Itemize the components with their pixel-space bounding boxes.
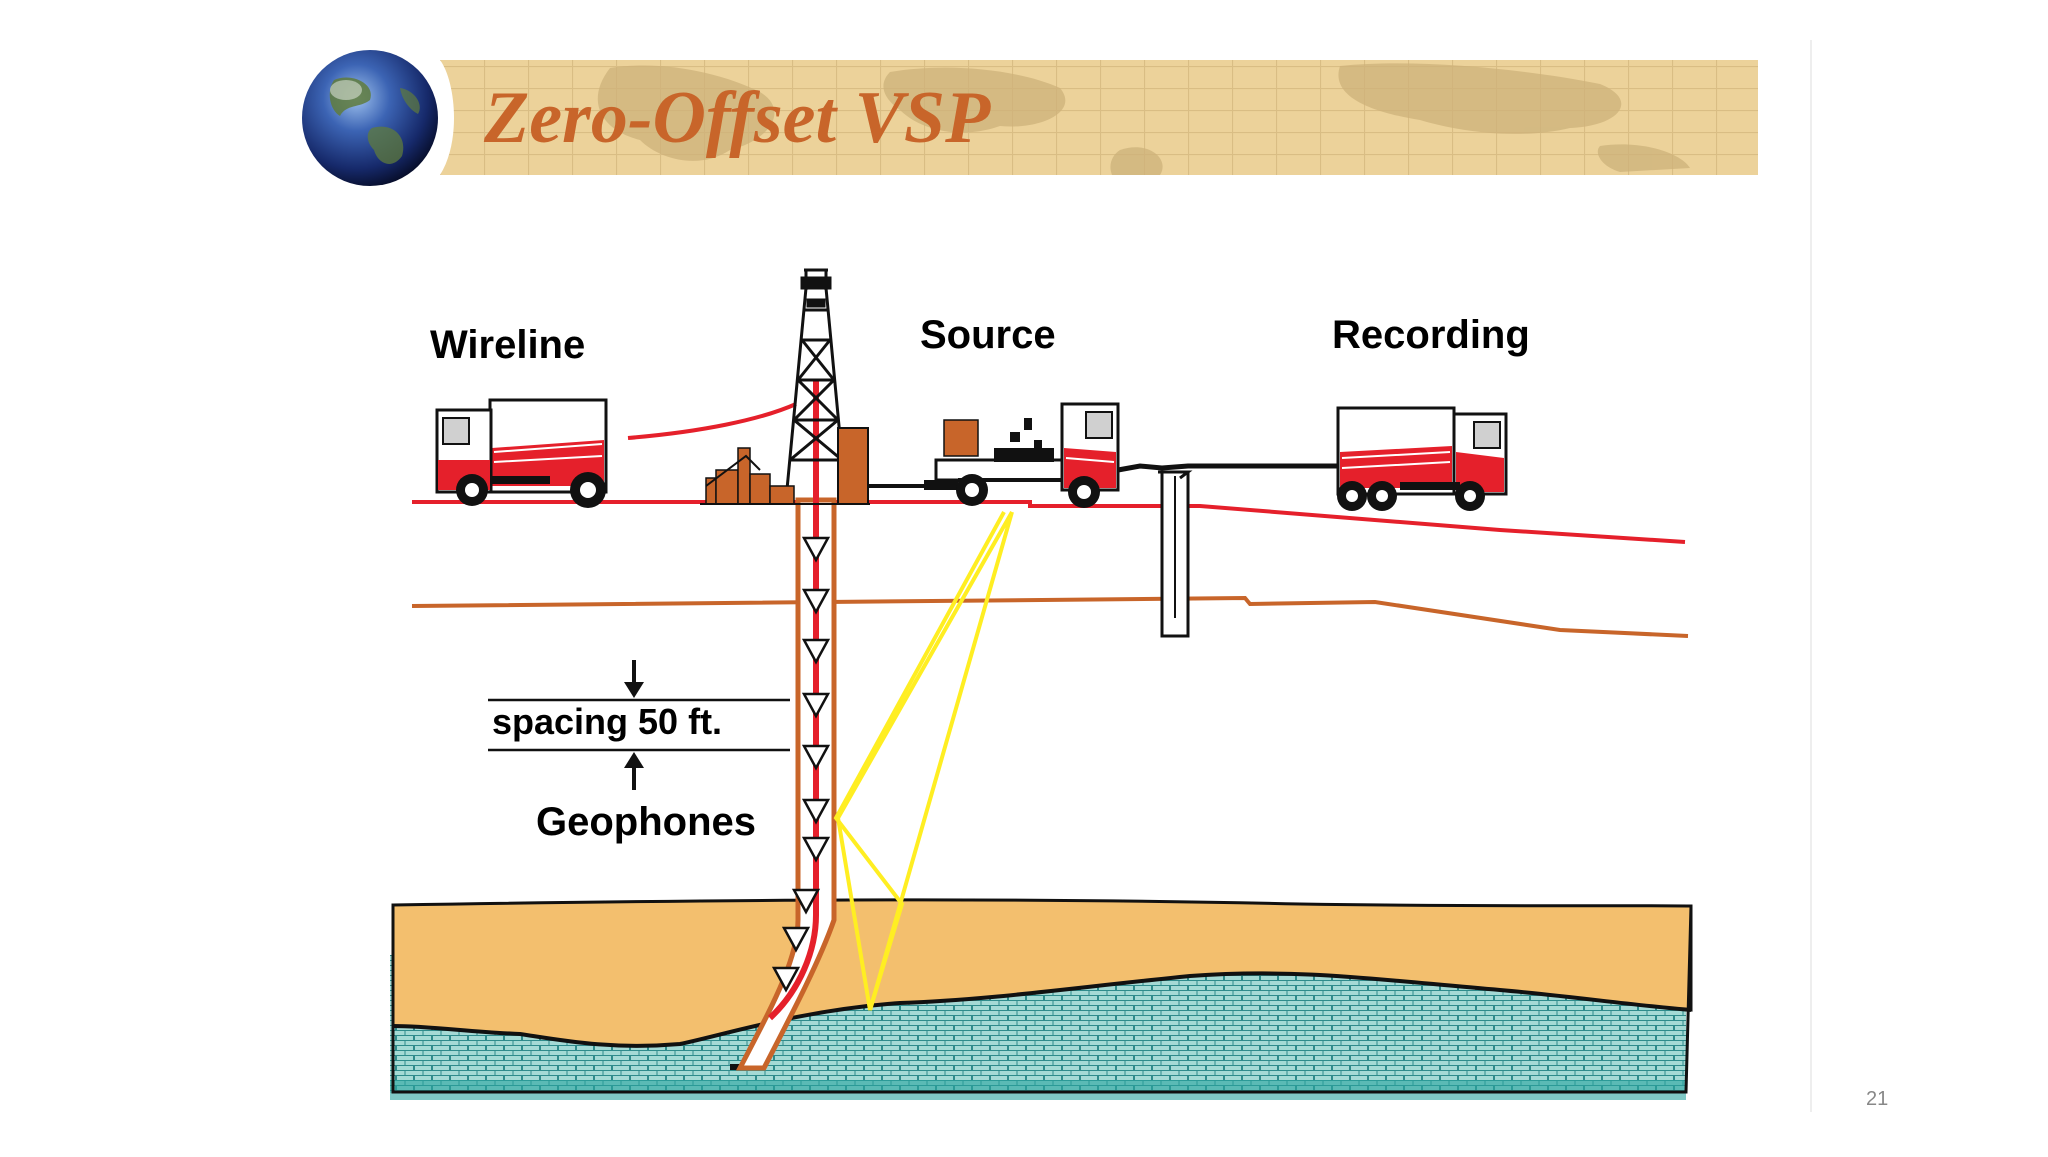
arrow-up-icon xyxy=(624,752,644,790)
interface-line xyxy=(392,971,1692,1048)
geophone-icon xyxy=(801,536,831,563)
geophone-array xyxy=(771,536,831,993)
arrow-down-icon xyxy=(624,660,644,698)
world-map-watermark xyxy=(597,63,1690,175)
source-label: Source xyxy=(920,313,1056,357)
subsurface xyxy=(390,898,1693,1100)
geophone-icon xyxy=(781,926,811,953)
teal-base xyxy=(390,1080,1686,1100)
spacing-label: spacing 50 ft. xyxy=(492,701,722,742)
geophone-string xyxy=(767,380,819,1021)
geophone-icon xyxy=(801,588,831,615)
title-banner: Zero-Offset VSP xyxy=(440,60,1758,175)
geophones-label: Geophones xyxy=(536,800,756,844)
slide-title: Zero-Offset VSP xyxy=(483,77,991,159)
rig-equipment xyxy=(700,427,870,505)
derrick-icon xyxy=(784,268,848,501)
ray-path-direct xyxy=(835,511,1014,1011)
recording-label: Recording xyxy=(1332,313,1530,357)
ground-surface-line xyxy=(412,500,1686,544)
ray-path-reflected xyxy=(833,511,1006,1011)
globe-icon xyxy=(302,50,438,186)
wireline-truck xyxy=(435,398,608,508)
wireline-cable xyxy=(627,402,797,440)
page-number: 21 xyxy=(1866,1088,1889,1110)
ray-paths xyxy=(833,511,1014,1011)
recording-cable xyxy=(1117,463,1340,473)
layer-frame xyxy=(391,905,1693,1094)
spacing-annotation xyxy=(488,660,790,790)
monitor-hole xyxy=(1158,470,1193,638)
geophone-icon xyxy=(791,888,821,915)
geophone-icon xyxy=(801,836,831,863)
recording-truck xyxy=(1336,406,1508,511)
geophone-icon xyxy=(801,798,831,825)
truck-icon xyxy=(435,398,608,508)
geophone-icon xyxy=(801,744,831,771)
banner-curve xyxy=(440,60,454,175)
horizon-line xyxy=(411,595,1689,638)
slide-divider xyxy=(1810,40,1812,1112)
source-truck xyxy=(868,402,1120,508)
geophone-icon xyxy=(801,692,831,719)
geophone-icon xyxy=(801,638,831,665)
geophone-icon xyxy=(771,966,801,993)
wireline-label: Wireline xyxy=(430,323,585,367)
